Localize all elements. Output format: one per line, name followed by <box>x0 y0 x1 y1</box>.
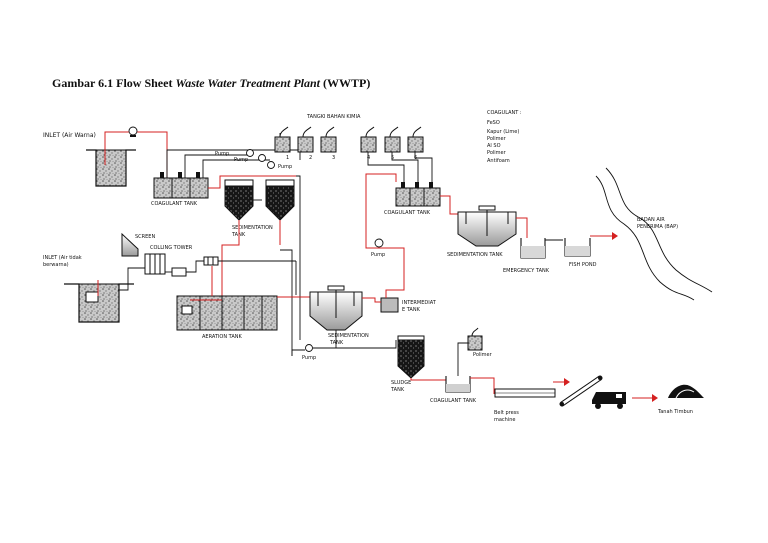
arrow-icon <box>652 394 658 402</box>
belt-press-label-1: Belt press <box>494 410 519 416</box>
tank-number-3: 3 <box>332 155 335 161</box>
inlet-plain-label-2: berwarna) <box>43 262 69 268</box>
dump-truck-icon <box>592 392 626 409</box>
coagulant-item-3: Polimer <box>487 136 507 142</box>
coagulant-item-1: FeSO <box>487 120 500 126</box>
sed-tank-3-label: SEDIMENTATION TANK <box>447 252 503 258</box>
page-title: Gambar 6.1 Flow Sheet Waste Water Treatm… <box>52 76 371 90</box>
aeration-tank <box>176 295 278 331</box>
colling-tower <box>144 253 219 277</box>
coagulant-tank-1-label: COAGULANT TANK <box>151 201 198 207</box>
pump-icon <box>128 126 138 137</box>
chemical-tanks-left <box>274 126 337 153</box>
pump-label-3: Pump <box>278 164 292 170</box>
colling-tower-label: COLLING TOWER <box>150 245 193 251</box>
sludge-label-2: TANK <box>390 387 405 393</box>
belt-press-machine <box>494 388 556 398</box>
sed-tank-1-label-b: TANK <box>231 232 246 238</box>
intermediate-label-2: E TANK <box>402 307 421 313</box>
coagulant-tank-2-label: COAGULANT TANK <box>384 210 431 216</box>
arrow-icon <box>564 378 570 386</box>
black-flow-lines <box>253 175 301 356</box>
coagulant-item-4: Al SO <box>487 143 501 149</box>
screen-label: SCREEN <box>135 234 155 240</box>
red-flow-lines <box>516 217 528 238</box>
sedimentation-tank-3 <box>457 205 517 247</box>
coagulant-item-6: Antifoam <box>487 158 510 164</box>
red-flow-lines <box>190 266 310 301</box>
tank-number-4: 4 <box>367 155 370 161</box>
intermediate-tank <box>380 297 399 313</box>
pump-label-5: Pump <box>302 355 316 361</box>
tank-number-5: 5 <box>391 155 394 161</box>
pump-icon <box>305 344 313 352</box>
emergency-tank <box>520 238 563 259</box>
red-flow-lines <box>440 195 458 215</box>
chemical-tanks-right <box>360 126 424 153</box>
sedimentation-tank-1 <box>224 179 295 221</box>
coagulant-item-5: Polimer <box>487 150 507 156</box>
red-flow-lines <box>362 173 405 303</box>
black-flow-lines <box>118 260 296 291</box>
polimer-tank <box>467 327 483 351</box>
inlet-plain-basin <box>64 283 134 323</box>
pump-label-4: Pump <box>371 252 385 258</box>
coagulant-tank-1 <box>153 172 209 199</box>
badan-air-label-2: PENERIMA (BAP) <box>637 224 678 230</box>
black-flow-lines <box>291 330 397 356</box>
pump-icon <box>374 238 384 248</box>
tank-number-2: 2 <box>309 155 312 161</box>
tanki-bahan-kimia-label: TANGKI BAHAN KIMIA <box>306 114 361 120</box>
river-bap <box>595 167 713 301</box>
black-flow-lines <box>457 342 468 376</box>
fish-pond <box>564 238 591 257</box>
coagulant-tank-3-label: COAGULANT TANK <box>430 398 477 404</box>
polimer-label: Polimer <box>473 352 493 358</box>
conveyor-icon <box>559 375 603 407</box>
sedimentation-tank-2 <box>309 285 363 331</box>
coagulant-tank-3 <box>445 376 471 393</box>
inlet-color-label: INLET (Air Warna) <box>43 132 96 139</box>
emergency-tank-label: EMERGENCY TANK <box>503 268 550 274</box>
sludge-tank <box>397 335 425 379</box>
aeration-tank-label: AERATION TANK <box>202 334 243 340</box>
red-flow-lines <box>470 377 495 394</box>
belt-press-label-2: machine <box>494 417 516 423</box>
intermediate-label-1: INTERMEDIAT <box>402 300 437 306</box>
pump-label-2: Pump <box>234 157 248 163</box>
tanah-timbun-icon <box>668 384 704 399</box>
coagulant-list-heading: COAGULANT : <box>487 110 522 116</box>
arrow-icon <box>612 232 618 240</box>
red-flow-lines <box>208 175 296 300</box>
pump-icon <box>246 149 275 169</box>
red-flow-lines <box>410 378 446 381</box>
sludge-label-1: SLUDGE <box>391 380 411 386</box>
sed-tank-1-label-a: SEDIMENTATION <box>232 225 273 231</box>
inlet-plain-label-1: INLET (Air tidak <box>43 255 82 261</box>
coagulant-item-2: Kapur (Lime) <box>487 129 519 135</box>
tank-number-1: 1 <box>286 155 289 161</box>
coagulant-tank-2 <box>395 182 441 207</box>
fish-pond-label: FISH POND <box>569 262 597 268</box>
chemical-feed-lines-right <box>367 152 433 182</box>
badan-air-label-1: BADAN AIR <box>637 217 665 223</box>
inlet-color-basin <box>86 149 136 187</box>
tanah-timbun-label: Tanah Timbun <box>657 409 693 415</box>
screen-unit <box>121 232 139 257</box>
pump-label-1: Pump <box>215 151 229 157</box>
sed-tank-2-label: SEDIMENTATION <box>328 333 369 339</box>
